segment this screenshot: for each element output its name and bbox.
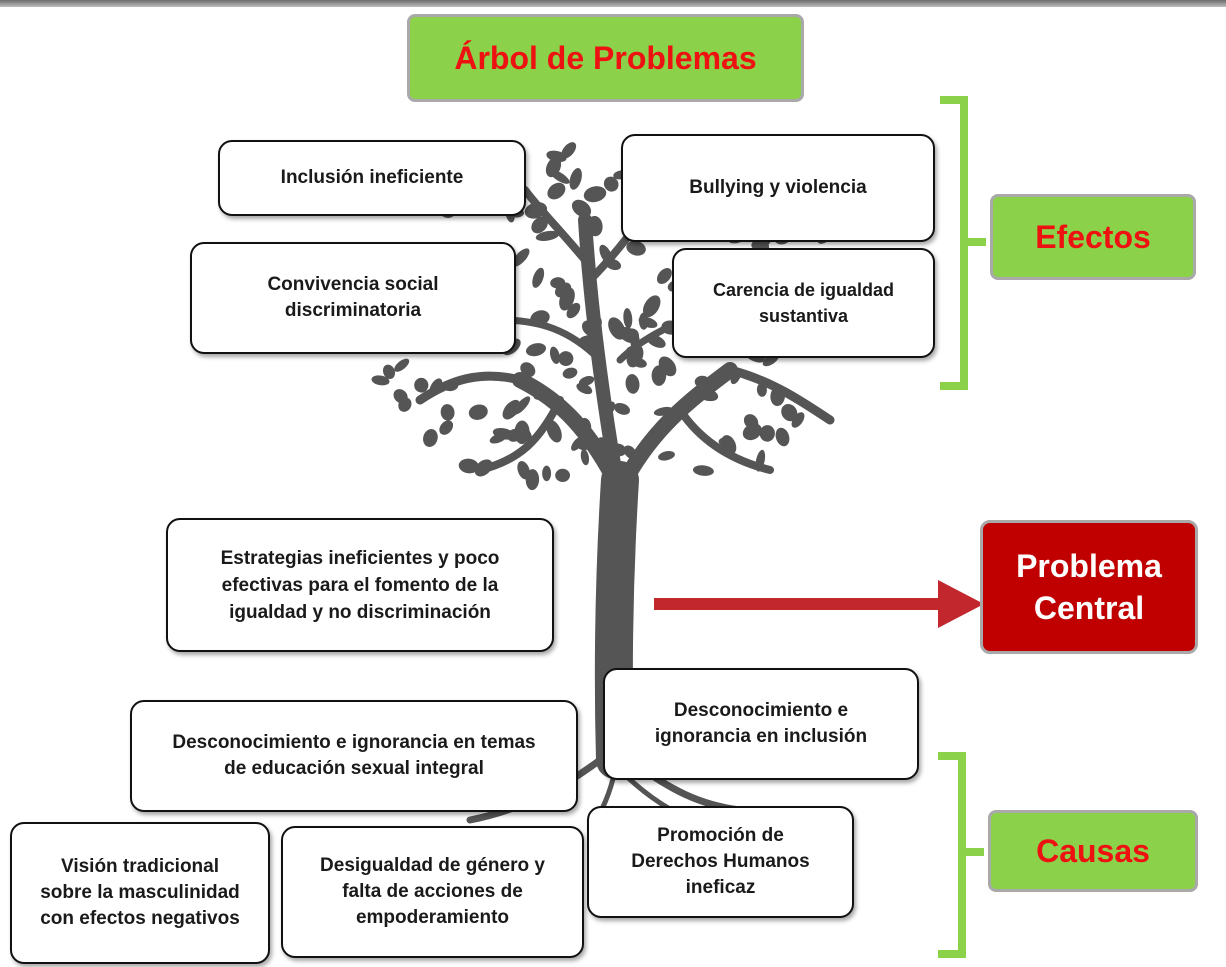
leaf-shape — [642, 295, 661, 318]
cause-label: Desconocimiento e ignorancia en temas de… — [172, 732, 536, 779]
leaf-shape — [559, 287, 575, 311]
leaf-shape — [414, 377, 429, 393]
leaf-shape — [393, 389, 408, 404]
leaf-shape — [569, 168, 582, 190]
cause-box-derechos-humanos: Promoción de Derechos Humanos ineficaz — [587, 806, 854, 918]
title-box: Árbol de Problemas — [407, 14, 804, 102]
leaf-shape — [532, 267, 545, 288]
leaf-shape — [626, 240, 646, 256]
leaf-shape — [394, 358, 410, 372]
arrow-right-icon — [654, 580, 984, 628]
leaf-shape — [525, 469, 540, 491]
causes-label: Causas — [1036, 832, 1150, 869]
effect-label: Carencia de igualdad sustantiva — [712, 280, 895, 326]
page-title: Árbol de Problemas — [454, 39, 757, 76]
leaf-shape — [742, 423, 762, 441]
cause-box-educacion-sexual: Desconocimiento e ignorancia en temas de… — [130, 700, 578, 812]
top-border — [0, 0, 1226, 7]
effect-label: Bullying y violencia — [689, 177, 867, 198]
leaf-shape — [371, 375, 390, 386]
effect-label: Inclusión ineficiente — [280, 167, 464, 188]
leaf-shape — [547, 182, 566, 200]
leaf-shape — [492, 428, 516, 440]
leaf-shape — [439, 420, 454, 435]
effects-label-box: Efectos — [990, 194, 1196, 280]
leaf-shape — [531, 216, 548, 234]
leaf-shape — [546, 420, 562, 443]
cause-box-inclusion: Desconocimiento e ignorancia en inclusió… — [603, 668, 919, 780]
leaf-shape — [542, 465, 552, 482]
leaf-shape — [423, 429, 438, 447]
effect-label: Convivencia social discriminatoria — [267, 274, 439, 321]
leaf-shape — [658, 451, 675, 461]
cause-label: Desigualdad de género y falta de accione… — [320, 855, 545, 928]
effect-box-inclusion: Inclusión ineficiente — [218, 140, 526, 216]
leaf-shape — [632, 357, 647, 368]
cause-box-masculinidad: Visión tradicional sobre la masculinidad… — [10, 822, 270, 964]
leaf-shape — [558, 351, 574, 367]
leaf-shape — [791, 412, 805, 428]
leaf-shape — [614, 402, 630, 415]
leaf-shape — [549, 346, 560, 365]
leaf-shape — [382, 364, 396, 380]
leaf-shape — [514, 420, 530, 445]
leaf-shape — [571, 199, 592, 218]
effects-bracket — [940, 96, 986, 390]
effect-box-convivencia: Convivencia social discriminatoria — [190, 242, 516, 354]
leaf-shape — [781, 403, 798, 422]
leaf-shape — [561, 142, 577, 159]
leaf-shape — [692, 465, 714, 476]
leaf-shape — [603, 176, 619, 192]
central-problem-label: Problema Central — [1016, 548, 1162, 626]
effect-box-bullying: Bullying y violencia — [621, 134, 935, 242]
leaf-shape — [562, 367, 578, 379]
cause-label: Desconocimiento e ignorancia en inclusió… — [654, 700, 868, 747]
leaf-shape — [525, 343, 547, 357]
leaf-shape — [651, 365, 667, 386]
leaf-shape — [656, 268, 672, 284]
central-problem-label-box: Problema Central — [980, 520, 1198, 654]
causes-label-box: Causas — [988, 810, 1198, 892]
leaf-shape — [583, 186, 607, 203]
leaf-shape — [468, 404, 488, 420]
leaf-shape — [759, 425, 775, 442]
cause-label: Promoción de Derechos Humanos ineficaz — [631, 825, 810, 898]
central-problem-text: Estrategias ineficientes y poco efectiva… — [220, 547, 500, 623]
leaf-shape — [775, 427, 790, 447]
leaf-shape — [549, 169, 570, 184]
effect-box-igualdad: Carencia de igualdad sustantiva — [672, 248, 935, 358]
leaf-shape — [625, 374, 640, 394]
effects-label: Efectos — [1035, 218, 1151, 255]
central-problem-statement: Estrategias ineficientes y poco efectiva… — [166, 518, 554, 652]
leaf-shape — [576, 383, 593, 395]
leaf-shape — [440, 404, 455, 421]
leaf-shape — [535, 230, 560, 241]
leaf-shape — [555, 468, 570, 483]
leaf-shape — [580, 449, 590, 466]
leaf-shape — [623, 308, 633, 329]
causes-bracket — [938, 752, 984, 958]
leaf-shape — [743, 414, 759, 430]
leaf-shape — [511, 248, 530, 267]
cause-box-desigualdad: Desigualdad de género y falta de accione… — [281, 826, 584, 958]
leaf-shape — [502, 399, 521, 420]
cause-label: Visión tradicional sobre la masculinidad… — [40, 856, 240, 929]
leaf-shape — [458, 458, 479, 474]
leaf-shape — [638, 316, 658, 329]
leaf-shape — [718, 437, 735, 447]
